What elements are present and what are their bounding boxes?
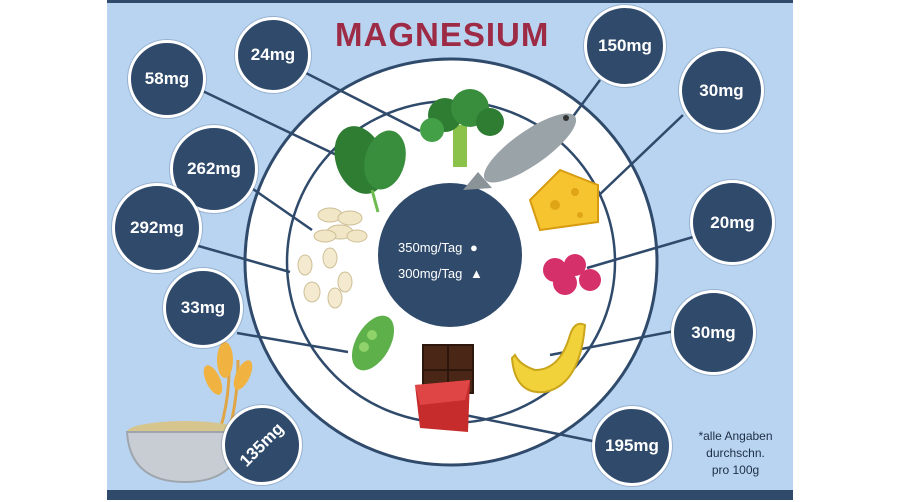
line-broccoli [299, 68, 421, 133]
footnote: *alle Angaben durchschn. pro 100g [678, 428, 793, 479]
man-icon: ● [469, 240, 478, 255]
bottom-strip [107, 490, 793, 500]
raspberries-icon [543, 254, 601, 295]
daily-need-men-label: 350mg/Tag [398, 240, 463, 255]
banana-icon [510, 322, 587, 394]
line-chocolate [454, 411, 613, 447]
spinach-icon [334, 126, 406, 213]
cheese-icon [528, 168, 599, 232]
top-strip [107, 0, 793, 3]
daily-need-women: 300mg/Tag ▲ [398, 266, 483, 281]
almonds-icon [297, 247, 353, 309]
footnote-line-2: durchschn. [706, 446, 765, 460]
badge-chocolate: 195mg [592, 406, 672, 486]
daily-need-men: 350mg/Tag ● [398, 240, 478, 255]
footnote-line-1: *alle Angaben [698, 429, 773, 443]
badge-fish: 150mg [584, 5, 666, 87]
badge-cheese: 30mg [679, 48, 764, 133]
line-raspberries [586, 233, 701, 270]
badge-raspberries: 20mg [690, 180, 775, 265]
cashews-icon [313, 207, 368, 243]
badge-peas: 33mg [163, 268, 243, 348]
broccoli-icon [420, 89, 504, 167]
oats-bowl-icon [125, 342, 253, 484]
fish-icon [463, 113, 577, 190]
footnote-line-3: pro 100g [711, 463, 760, 477]
center-disc [378, 183, 522, 327]
line-almonds [194, 243, 291, 274]
badge-spinach: 58mg [128, 40, 206, 118]
woman-icon: ▲ [469, 266, 483, 281]
peas-icon [351, 315, 395, 371]
line-cheese [596, 114, 684, 198]
daily-need-women-label: 300mg/Tag [398, 266, 463, 281]
chocolate-icon [415, 344, 474, 432]
page-title: MAGNESIUM [335, 16, 550, 53]
badge-banana: 30mg [671, 290, 756, 375]
badge-broccoli: 24mg [235, 17, 311, 93]
line-peas [236, 331, 349, 354]
badge-almonds: 292mg [112, 183, 202, 273]
line-spinach [189, 83, 348, 162]
